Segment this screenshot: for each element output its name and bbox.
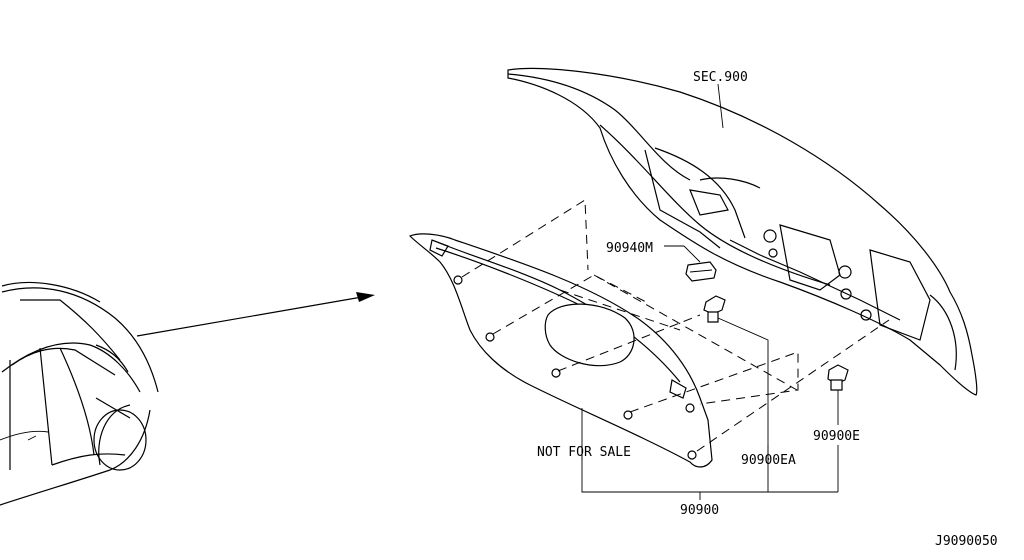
clip-90900ea	[703, 295, 769, 492]
trunk-lid-assembly	[507, 67, 978, 396]
clip-90900e	[827, 364, 849, 492]
label-90900e: 90900E	[813, 429, 860, 444]
label-90900: 90900	[680, 503, 719, 518]
label-not-for-sale: NOT FOR SALE	[537, 445, 631, 460]
figure-code: J9090050	[935, 534, 998, 549]
label-90900ea: 90900EA	[741, 453, 796, 468]
label-sec-900: SEC.900	[693, 70, 748, 85]
vehicle-rear-view	[0, 281, 159, 506]
trunk-lid-finisher	[408, 233, 713, 468]
leader-lines	[581, 408, 838, 500]
direction-arrow	[136, 292, 375, 337]
label-90940m: 90940M	[606, 241, 653, 256]
clip-90940m	[664, 245, 717, 282]
alignment-dashed-lines	[461, 199, 890, 452]
